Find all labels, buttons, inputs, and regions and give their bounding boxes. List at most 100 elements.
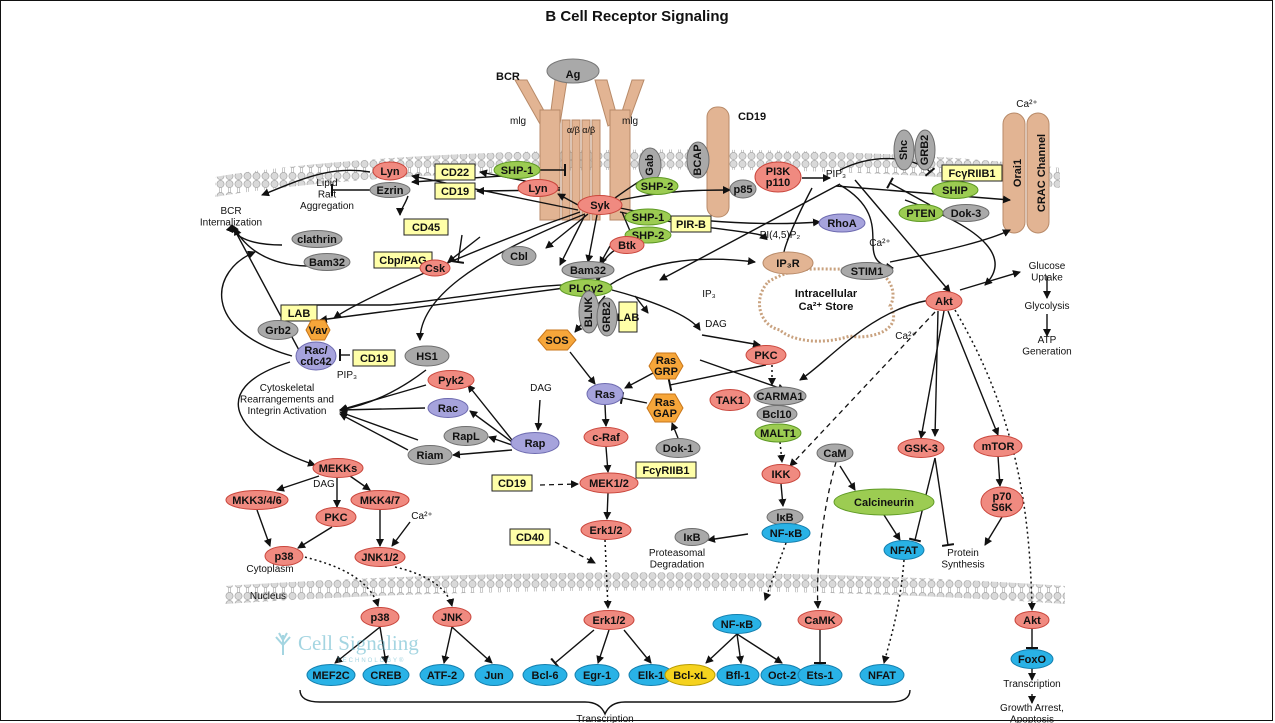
node-cbl-label: Cbl: [510, 251, 528, 263]
node-nfat1-shape: [883, 540, 925, 560]
node-ezrin: Ezrin: [369, 182, 411, 198]
edge-8: [396, 195, 409, 216]
node-grb2a-label: GRB2: [919, 135, 931, 166]
node-ikb2: IκB: [674, 528, 710, 546]
node-mkk346-shape: [225, 490, 289, 510]
node-syk: Syk: [577, 195, 623, 215]
node-bclxl-label: Bcl-xL: [673, 670, 707, 682]
node-mef2c-label: MEF2C: [312, 670, 349, 682]
node-jnk-label: JNK: [441, 612, 463, 624]
node-p38b-label: p38: [371, 612, 390, 624]
node-egr1: Egr-1: [574, 664, 620, 686]
node-akt2-label: Akt: [1023, 615, 1041, 627]
node-hs1-label: HS1: [416, 351, 437, 363]
node-akt1: Akt: [925, 291, 963, 311]
edge-81: [705, 633, 738, 664]
label-dag-c: DAG: [313, 479, 335, 490]
node-riam-shape: [407, 445, 453, 465]
node-carma1-label: CARMA1: [756, 391, 803, 403]
label-transcription2: Transcription: [1003, 679, 1060, 690]
edge-75: [379, 626, 389, 664]
node-atf2: ATF-2: [419, 664, 465, 686]
node-nfat2-label: NFAT: [868, 670, 896, 682]
node-craf-label: c-Raf: [592, 432, 620, 444]
edge-0: [411, 173, 579, 211]
node-shp1a: SHP-1: [493, 161, 541, 179]
transcription-brace: [299, 689, 911, 716]
node-pirb-label: PIR-B: [676, 219, 706, 231]
node-craf-shape: [583, 427, 629, 447]
node-bcap-label: BCAP: [692, 144, 704, 175]
node-fcg2: FcγRIIB1: [635, 461, 697, 479]
edge-38: [624, 371, 656, 389]
node-grb2a-shape: [914, 129, 936, 171]
edge-104: [220, 250, 293, 357]
node-rasgap-shape: [646, 393, 684, 423]
node-pkc1-shape: [745, 345, 787, 365]
node-cd45: CD45: [403, 218, 449, 236]
node-lab1-shape: [280, 304, 318, 322]
edge-52: [554, 541, 596, 564]
edge-29: [854, 179, 951, 293]
node-pkc2-shape: [315, 507, 357, 527]
node-pkc2-label: PKC: [324, 512, 347, 524]
node-riam-label: Riam: [417, 450, 444, 462]
node-erk1: Erk1/2: [580, 520, 632, 540]
edge-68: [256, 509, 272, 547]
node-rhoa: RhoA: [818, 213, 866, 233]
node-shp1a-label: SHP-1: [501, 165, 533, 177]
node-erk2: Erk1/2: [583, 610, 635, 630]
edge-92: [984, 516, 1003, 546]
edge-42: [777, 441, 786, 463]
node-foxo: FoxO: [1010, 649, 1054, 669]
node-cd19a-shape: [434, 182, 476, 200]
node-gab: Gab: [638, 147, 662, 183]
node-rac2: Rac: [427, 398, 469, 418]
edge-19: [416, 213, 586, 341]
node-pkc1: PKC: [745, 345, 787, 365]
edge-69: [297, 526, 333, 549]
node-rapl-shape: [443, 426, 489, 446]
node-rac1-shape: [295, 341, 337, 371]
node-malt1-label: MALT1: [760, 428, 796, 440]
node-rhoa-label: RhoA: [827, 218, 856, 230]
node-p85-shape: [729, 179, 757, 199]
edge-22: [599, 245, 611, 265]
node-cd45-label: CD45: [412, 222, 440, 234]
node-carma1: CARMA1: [753, 386, 807, 406]
node-ship-label: SHIP: [942, 185, 968, 197]
node-oct2: Oct-2: [760, 664, 804, 686]
edge-39: [667, 364, 767, 392]
edge-35: [701, 334, 761, 348]
node-p70-shape: [980, 486, 1024, 518]
node-mekks-label: MEKKs: [319, 463, 358, 475]
node-mtor: mTOR: [973, 435, 1023, 457]
node-camk-shape: [797, 610, 843, 630]
node-fcg1: FcγRIIB1: [941, 164, 1003, 182]
node-craf: c-Raf: [583, 427, 629, 447]
node-bcl6-shape: [522, 664, 568, 686]
node-vav-shape: [305, 319, 331, 341]
edge-63: [339, 413, 409, 451]
edge-64: [237, 361, 316, 467]
edge-21: [585, 214, 598, 263]
node-oct2-label: Oct-2: [768, 670, 796, 682]
node-pkc2: PKC: [315, 507, 357, 527]
node-fcg1-label: FcγRIIB1: [948, 168, 995, 180]
node-fcg1-shape: [941, 164, 1003, 182]
ca-top-label: Ca²⁺: [1016, 99, 1037, 110]
node-pirb-shape: [670, 215, 712, 233]
node-mekks-shape: [312, 458, 364, 478]
node-creb: CREB: [362, 664, 410, 686]
edge-95: [931, 310, 940, 437]
bcr-label: BCR: [496, 71, 520, 83]
node-p38a-shape: [264, 546, 304, 566]
node-shp1b-label: SHP-1: [632, 212, 664, 224]
node-bcap-shape: [686, 141, 710, 179]
edge-47: [619, 391, 648, 405]
node-rhoa-shape: [818, 213, 866, 233]
node-erk2-label: Erk1/2: [592, 615, 625, 627]
